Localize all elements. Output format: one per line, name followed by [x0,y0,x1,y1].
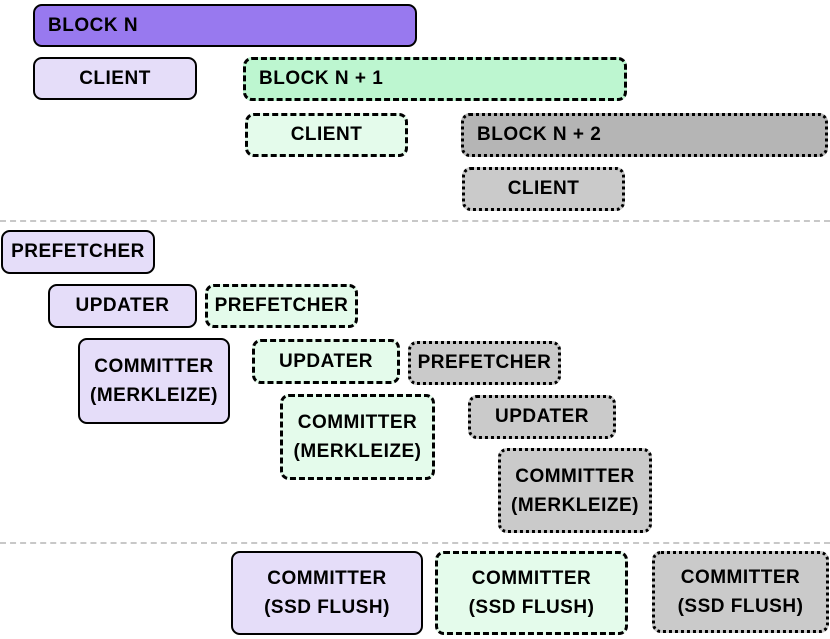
client-label: CLIENT [79,67,151,89]
updater-stage-block-n2: UPDATER [468,395,616,439]
committer-label-line1: COMMITTER [267,568,387,589]
committer-label-line2: (SSD FLUSH) [677,596,804,617]
committer-merkleize-stage-block-n1: COMMITTER (MERKLEIZE) [280,394,435,480]
committer-label-line2: (SSD FLUSH) [468,597,595,618]
prefetcher-label: PREFETCHER [11,241,145,262]
block-n1-label: BLOCK N + 1 [259,68,384,89]
client-stage-block-n2: CLIENT [462,167,625,211]
committer-label-line1: COMMITTER [471,568,592,589]
updater-stage-block-n: UPDATER [48,284,197,328]
committer-ssd-flush-stage-block-n1: COMMITTER (SSD FLUSH) [435,551,628,635]
updater-label: UPDATER [279,350,373,372]
committer-label-line2: (MERKLEIZE) [90,385,218,406]
client-label: CLIENT [507,178,580,199]
updater-label: UPDATER [75,295,170,316]
prefetcher-stage-block-n1: PREFETCHER [205,284,358,328]
committer-label-line1: COMMITTER [94,356,214,377]
committer-label-line2: (SSD FLUSH) [264,597,390,618]
committer-merkleize-stage-block-n2: COMMITTER (MERKLEIZE) [498,448,652,533]
committer-ssd-flush-stage-block-n: COMMITTER (SSD FLUSH) [231,551,423,635]
block-n1-box: BLOCK N + 1 [243,57,627,101]
updater-label: UPDATER [495,406,589,427]
block-n-label: BLOCK N [48,14,139,36]
committer-label-line1: COMMITTER [297,412,418,433]
committer-label-line1: COMMITTER [680,567,801,588]
client-label: CLIENT [290,124,363,145]
block-n-box: BLOCK N [33,4,417,47]
updater-stage-block-n1: UPDATER [252,339,400,384]
client-stage-block-n1: CLIENT [245,113,408,157]
client-stage-block-n: CLIENT [33,57,197,100]
lane-separator-top [0,220,830,222]
committer-merkleize-stage-block-n: COMMITTER (MERKLEIZE) [78,338,230,424]
lane-separator-bottom [0,542,830,544]
prefetcher-label: PREFETCHER [214,295,349,316]
committer-ssd-flush-stage-block-n2: COMMITTER (SSD FLUSH) [652,551,829,633]
committer-label-line2: (MERKLEIZE) [293,441,422,462]
prefetcher-stage-block-n: PREFETCHER [1,230,155,274]
committer-label-line2: (MERKLEIZE) [511,494,639,516]
committer-label-line1: COMMITTER [515,465,635,487]
block-n2-label: BLOCK N + 2 [477,124,602,145]
prefetcher-stage-block-n2: PREFETCHER [408,341,561,385]
block-n2-box: BLOCK N + 2 [461,113,828,157]
prefetcher-label: PREFETCHER [417,352,552,373]
